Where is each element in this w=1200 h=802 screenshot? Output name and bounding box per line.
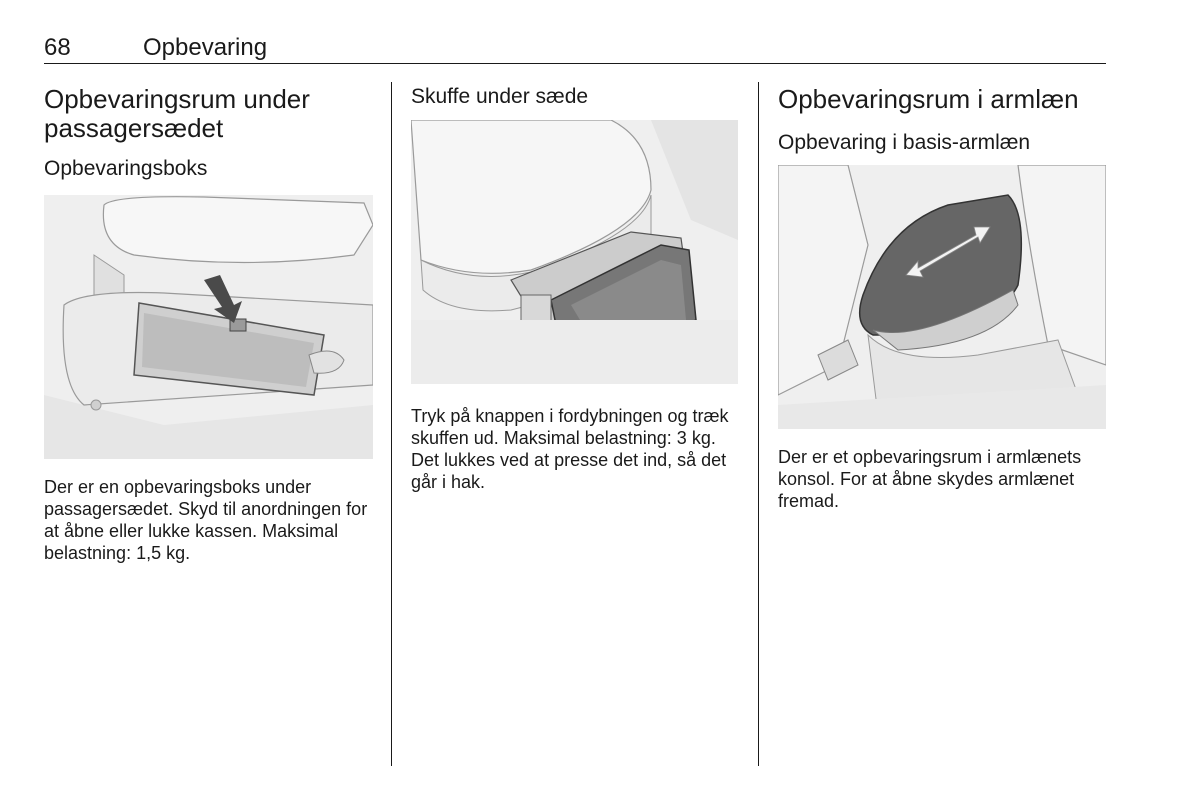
page-number: 68 (44, 34, 71, 61)
right-body-text: Der er et opbevaringsrum i armlænets kon… (778, 447, 1082, 511)
subsection-title-drawer: Skuffe under sæde (411, 85, 589, 108)
figure-drawer (411, 120, 738, 384)
left-body: Der er en opbevaringsboks under passager… (44, 476, 374, 564)
column-divider-2 (758, 82, 759, 766)
figure-armrest (778, 165, 1106, 429)
section-title-under-seat: Opbevaringsrum under passagersædet (44, 84, 310, 143)
right-column: Opbevaringsrum i armlæn Opbevaring i bas… (778, 82, 1108, 156)
middle-column: Skuffe under sæde (411, 82, 741, 110)
left-column: Opbevaringsrum under passagersædet Opbev… (44, 82, 374, 182)
section-title-armrest: Opbevaringsrum i armlæn (778, 84, 1079, 114)
armrest-illustration (778, 165, 1106, 429)
storage-box-illustration (44, 195, 373, 459)
chapter-title: Opbevaring (143, 34, 268, 61)
subsection-title-basis-armrest: Opbevaring i basis-armlæn (778, 131, 1031, 154)
subsection-title-storage-box: Opbevaringsboks (44, 157, 208, 180)
header-rule (44, 63, 1106, 64)
right-body: Der er et opbevaringsrum i armlænets kon… (778, 446, 1108, 512)
drawer-illustration (411, 120, 738, 384)
middle-body: Tryk på knappen i fordybningen og træk s… (411, 405, 741, 493)
left-body-text: Der er en opbevaringsboks under passager… (44, 477, 368, 563)
column-divider-1 (391, 82, 392, 766)
middle-body-text: Tryk på knappen i fordybningen og træk s… (411, 406, 729, 492)
figure-storage-box (44, 195, 373, 459)
